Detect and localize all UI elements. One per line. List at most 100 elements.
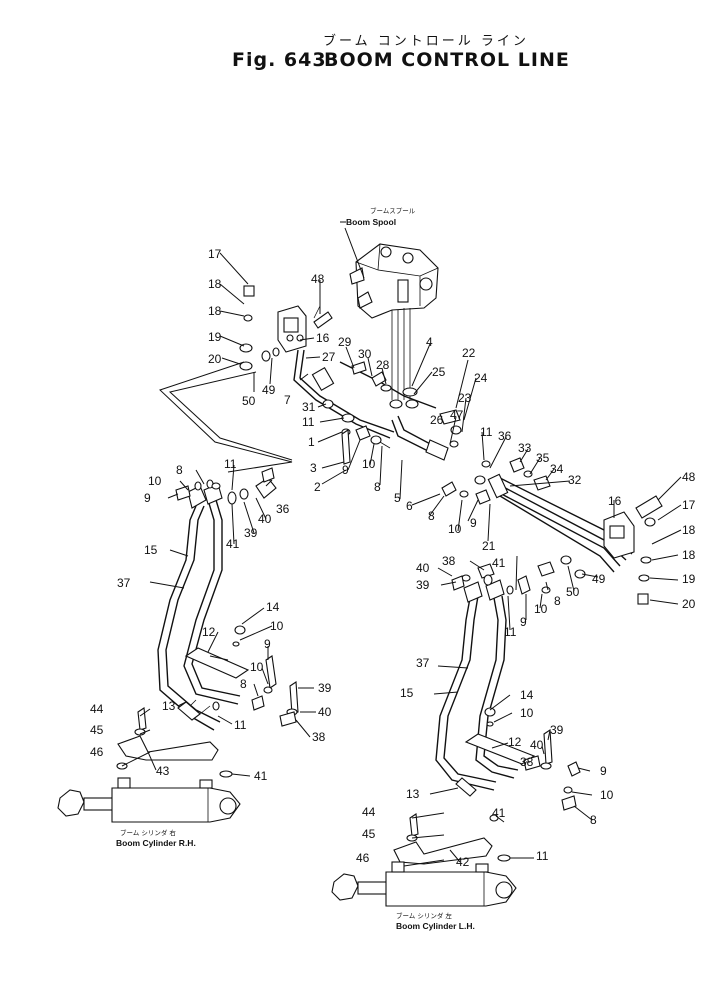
left-bracket-block xyxy=(277,305,307,353)
callout-32: 32 xyxy=(568,473,582,487)
callout-41: 41 xyxy=(254,769,268,783)
callout-7: 7 xyxy=(284,393,291,407)
callout-8: 8 xyxy=(176,463,183,477)
callout-41: 41 xyxy=(492,556,506,570)
callout-41: 41 xyxy=(226,537,240,551)
callout-13: 13 xyxy=(162,699,176,713)
cyl-rh-label-ja: ブーム シリンダ 右 xyxy=(120,828,176,837)
callout-11: 11 xyxy=(302,415,315,429)
callout-14: 14 xyxy=(520,688,534,702)
callout-41: 41 xyxy=(492,806,506,820)
callout-6: 6 xyxy=(406,499,413,513)
callout-40: 40 xyxy=(416,561,430,575)
callout-50: 50 xyxy=(242,394,256,408)
callout-39: 39 xyxy=(550,723,564,737)
rh-hose-group xyxy=(157,467,277,731)
callout-23: 23 xyxy=(458,391,472,405)
callout-43: 43 xyxy=(156,764,170,778)
callout-10: 10 xyxy=(148,474,162,488)
callout-10: 10 xyxy=(520,706,534,720)
callout-18: 18 xyxy=(208,304,222,318)
callout-1: 1 xyxy=(308,435,315,449)
callout-47: 47 xyxy=(450,408,464,422)
callout-16: 16 xyxy=(316,331,330,345)
callout-28: 28 xyxy=(376,358,390,372)
callout-18: 18 xyxy=(682,548,696,562)
callout-19: 19 xyxy=(208,330,222,344)
cyl-lh-label-ja: ブーム シリンダ 左 xyxy=(396,911,452,920)
callout-11: 11 xyxy=(234,718,247,732)
callout-11: 11 xyxy=(536,849,549,863)
callout-9: 9 xyxy=(600,764,607,778)
callout-10: 10 xyxy=(362,457,376,471)
callout-29: 29 xyxy=(338,335,352,349)
cyl-lh-label-en: Boom Cylinder L.H. xyxy=(396,921,475,931)
callout-20: 20 xyxy=(682,597,696,611)
callout-18: 18 xyxy=(208,277,222,291)
callout-10: 10 xyxy=(534,602,548,616)
callout-17: 17 xyxy=(208,247,222,261)
callout-4: 4 xyxy=(426,335,433,349)
title-japanese: ブーム コントロール ライン xyxy=(323,33,529,49)
callout-16: 16 xyxy=(608,494,622,508)
callout-30: 30 xyxy=(358,347,372,361)
callout-5: 5 xyxy=(394,491,401,505)
cyl-rh-label-en: Boom Cylinder R.H. xyxy=(116,838,196,848)
callout-40: 40 xyxy=(318,705,332,719)
callout-50: 50 xyxy=(566,585,580,599)
callout-26: 26 xyxy=(430,413,444,427)
callout-35: 35 xyxy=(536,451,550,465)
callout-49: 49 xyxy=(592,572,606,586)
callout-11: 11 xyxy=(480,425,493,439)
callout-20: 20 xyxy=(208,352,222,366)
callout-45: 45 xyxy=(90,723,104,737)
callout-15: 15 xyxy=(144,543,158,557)
callout-10: 10 xyxy=(448,522,462,536)
callout-39: 39 xyxy=(318,681,332,695)
callout-44: 44 xyxy=(362,805,376,819)
callout-40: 40 xyxy=(530,738,544,752)
bolt-48-top xyxy=(313,305,333,329)
callout-42: 42 xyxy=(456,855,470,869)
callout-2: 2 xyxy=(314,480,321,494)
callout-22: 22 xyxy=(462,346,476,360)
callout-46: 46 xyxy=(90,745,104,759)
right-bracket-block xyxy=(560,495,663,605)
callout-10: 10 xyxy=(250,660,264,674)
callout-9: 9 xyxy=(144,491,151,505)
callout-15: 15 xyxy=(400,686,414,700)
callout-8: 8 xyxy=(428,509,435,523)
callout-48: 48 xyxy=(682,470,696,484)
callout-36: 36 xyxy=(276,502,290,516)
callout-38: 38 xyxy=(520,755,534,769)
boom-cylinder-lh xyxy=(331,861,517,907)
callout-31: 31 xyxy=(302,400,316,414)
callout-38: 38 xyxy=(312,730,326,744)
callout-3: 3 xyxy=(310,461,317,475)
boom-spool-valve xyxy=(349,243,439,319)
callout-44: 44 xyxy=(90,702,104,716)
callout-25: 25 xyxy=(432,365,446,379)
callout-45: 45 xyxy=(362,827,376,841)
callout-11: 11 xyxy=(504,625,517,639)
callout-9: 9 xyxy=(470,516,477,530)
callout-36: 36 xyxy=(498,429,512,443)
callout-10: 10 xyxy=(600,788,614,802)
boom-spool-label-ja: ブームスプール xyxy=(370,206,416,215)
callout-8: 8 xyxy=(374,480,381,494)
fittings-left-top xyxy=(239,285,280,371)
callout-18: 18 xyxy=(682,523,696,537)
callout-37: 37 xyxy=(117,576,131,590)
callout-39: 39 xyxy=(244,526,258,540)
boom-spool-label-en: Boom Spool xyxy=(346,217,396,227)
callout-10: 10 xyxy=(270,619,284,633)
callout-8: 8 xyxy=(554,594,561,608)
callout-21: 21 xyxy=(482,539,496,553)
figure-title: BOOM CONTROL LINE xyxy=(324,49,570,71)
callout-8: 8 xyxy=(240,677,247,691)
callout-39: 39 xyxy=(416,578,430,592)
callout-24: 24 xyxy=(474,371,488,385)
callout-34: 34 xyxy=(550,462,564,476)
callout-19: 19 xyxy=(682,572,696,586)
callout-40: 40 xyxy=(258,512,272,526)
